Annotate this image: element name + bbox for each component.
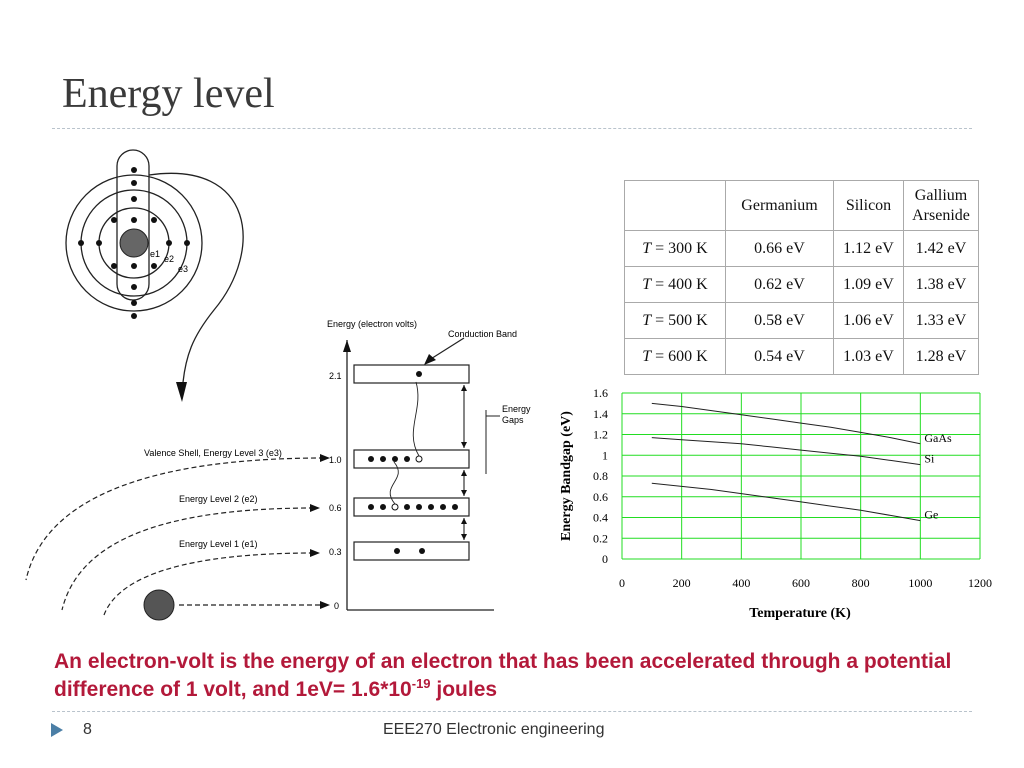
footer-text: EEE270 Electronic engineering [383,721,605,738]
y-tick-label: 0 [602,552,608,566]
atom-diagram: e1 e2 e3 [65,149,244,402]
slide-number: 8 [83,721,92,738]
table-row: T = 400 K 0.62 eV 1.09 eV 1.38 eV [624,266,979,303]
y-tick-label: 1.2 [593,428,608,442]
y-tick-label: 1.4 [593,407,608,421]
gaps-label-line1: Energy [502,404,531,414]
cell-si: 1.06 eV [833,302,904,339]
table-header-germanium: Germanium [725,180,834,231]
y-tick-label: 0.2 [593,531,608,545]
x-tick-label: 0 [619,576,625,590]
series-line-ge [651,482,921,522]
title-divider [52,128,972,129]
level-label-e2: Energy Level 2 (e2) [179,494,258,504]
gaps-label-line2: Gaps [502,415,524,425]
row-temp: T = 500 K [624,302,726,339]
x-tick-label: 800 [852,576,870,590]
level-value-0: 0 [334,601,339,611]
series-label-ge: Ge [924,508,938,522]
caption-exponent: -19 [411,676,431,691]
cell-ge: 0.54 eV [725,338,834,375]
level-value-2-1: 2.1 [329,371,342,381]
caption: An electron-volt is the energy of an ele… [54,648,954,704]
chart-xlabel: Temperature (K) [749,606,851,621]
slide-title: Energy level [62,71,275,117]
x-tick-label: 400 [732,576,750,590]
series-label-si: Si [924,452,935,466]
atom-label-e2: e2 [164,254,174,264]
series-label-gaas: GaAs [924,431,952,445]
atom-label-e3: e3 [178,264,188,274]
nucleus-small [143,589,175,621]
row-temp: T = 300 K [624,230,726,267]
cell-gaas: 1.38 eV [903,266,979,303]
level-value-0-3: 0.3 [329,547,342,557]
cell-si: 1.03 eV [833,338,904,375]
level-value-1-0: 1.0 [329,455,342,465]
y-tick-label: 0.8 [593,469,608,483]
header-gallium: Gallium [914,186,968,204]
axis-title: Energy (electron volts) [327,319,417,329]
y-tick-label: 0.6 [593,490,608,504]
chart-ticks: 0 0.2 0.4 0.6 0.8 1 1.2 1.4 1.6 0 200 400 600 800 1000… [593,386,992,590]
row-temp: T = 400 K [624,266,726,303]
series-line-si [651,437,921,466]
arrow-head [176,382,187,402]
level-label-e3: Valence Shell, Energy Level 3 (e3) [144,448,282,458]
cell-gaas: 1.42 eV [903,230,979,267]
y-tick-label: 0.4 [593,511,608,525]
cell-ge: 0.66 eV [725,230,834,267]
x-tick-label: 600 [792,576,810,590]
table-row: T = 600 K 0.54 eV 1.03 eV 1.28 eV [624,338,979,375]
cell-ge: 0.62 eV [725,266,834,303]
series-line-gaas [651,402,921,445]
table-row: T = 300 K 0.66 eV 1.12 eV 1.42 eV [624,230,979,267]
dashed-arcs [25,457,325,616]
caption-main: An electron-volt is the energy of an ele… [54,650,952,701]
chart-grid [621,392,981,560]
footer-divider [52,711,972,712]
table-header-silicon: Silicon [833,180,904,231]
caption-tail: joules [430,678,498,701]
table-header-empty [624,180,726,231]
energy-level-diagram: e1 e2 e3 Energy (electron volts) Conduct… [25,149,531,621]
atom-label-e1: e1 [150,249,160,259]
cell-gaas: 1.28 eV [903,338,979,375]
x-tick-label: 1000 [908,576,932,590]
cell-ge: 0.58 eV [725,302,834,339]
header-arsenide: Arsenide [912,206,970,224]
nucleus [119,228,149,258]
y-tick-label: 1 [602,448,608,462]
table-row: T = 500 K 0.58 eV 1.06 eV 1.33 eV [624,302,979,339]
conduction-band-label: Conduction Band [448,329,517,339]
level-label-e1: Energy Level 1 (e1) [179,539,258,549]
x-tick-label: 1200 [968,576,992,590]
cell-si: 1.09 eV [833,266,904,303]
level-value-0-6: 0.6 [329,503,342,513]
y-tick-label: 1.6 [593,386,608,400]
cell-gaas: 1.33 eV [903,302,979,339]
x-tick-label: 200 [673,576,691,590]
row-temp: T = 600 K [624,338,726,375]
cell-si: 1.12 eV [833,230,904,267]
chart-ylabel: Energy Bandgap (eV) [559,411,574,541]
triangle-bullet-icon [51,723,63,737]
